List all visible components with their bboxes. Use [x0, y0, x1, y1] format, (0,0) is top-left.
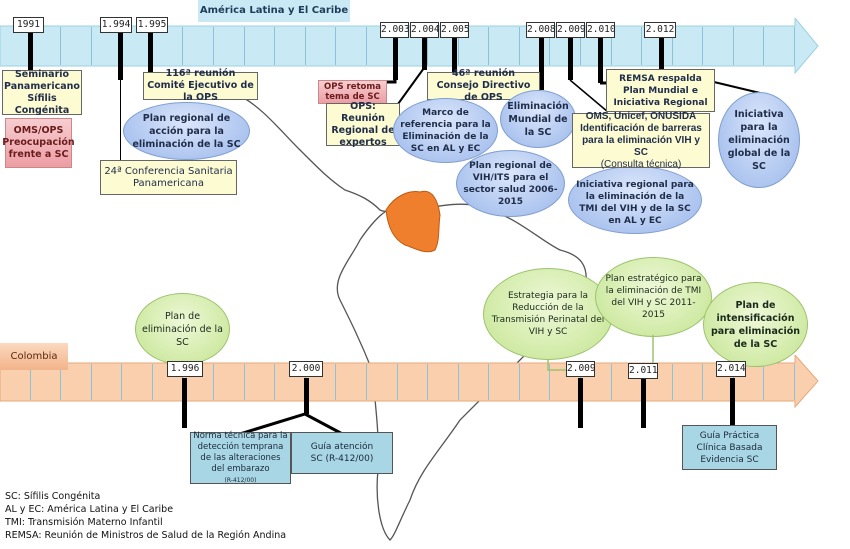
tick-2005: [452, 30, 457, 72]
tick-2003: [393, 30, 398, 80]
bottom-timeline-arrow: [0, 355, 819, 409]
tick-1995: [148, 30, 153, 74]
legend-item: SC: Sífilis Congénita: [5, 491, 101, 502]
event-comite-116: 116ª reunión Comité Ejecutivo de la OPS: [143, 68, 258, 103]
tick-1996: [182, 378, 187, 428]
year-label: 1.995: [136, 17, 168, 33]
event-iniciativa-global: Iniciativa para la eliminación global de…: [718, 92, 800, 188]
legend-item: TMI: Transmisión Materno Infantil: [5, 517, 163, 528]
year-label: 2.004: [410, 22, 440, 38]
connector: [120, 78, 121, 161]
event-guia-practica: Guía Práctica Clínica Basada Evidencia S…: [682, 425, 777, 470]
tick-2011: [641, 378, 646, 428]
year-label: 2.012: [644, 22, 676, 38]
top-timeline-segments: [0, 27, 796, 65]
event-plan-eliminacion: Plan de eliminación de la SC: [135, 293, 230, 365]
event-conferencia-24: 24ª Conferencia Sanitaria Panamericana: [100, 160, 237, 195]
year-label: 2.009: [566, 361, 596, 377]
colombia-highlight: [385, 190, 441, 253]
year-label: 1.994: [100, 17, 132, 33]
tick-2008: [539, 30, 544, 90]
event-oms-unicef-note: (Consulta técnica): [600, 158, 682, 170]
tick-2009: [568, 30, 573, 80]
event-plan-vih: Plan regional de VIH/ITS para el sector …: [456, 150, 565, 217]
year-label: 2.003: [380, 22, 410, 38]
tick-2004: [422, 30, 427, 70]
year-label: 2.000: [289, 361, 323, 377]
event-plan-regional: Plan regional de acción para la eliminac…: [123, 102, 250, 160]
legend-item: AL y EC: América Latina y El Caribe: [5, 504, 174, 515]
year-label: 1991: [13, 17, 44, 33]
tick-2010: [598, 30, 603, 83]
event-eliminacion-mundial: Eliminación Mundial de la SC: [500, 90, 576, 148]
event-norma-text: Norma técnica para la detección temprana…: [193, 430, 288, 474]
event-estrategia: Estrategia para la Reducción de la Trans…: [483, 268, 613, 360]
colombia-title: Colombia: [0, 343, 68, 370]
year-label: 2.010: [586, 22, 616, 38]
event-plan-intensificacion: Plan de intensificación para eliminación…: [703, 282, 808, 367]
tick-2009: [578, 378, 583, 428]
legend-item: REMSA: Reunión de Ministros de Salud de …: [5, 530, 287, 541]
tick-2012: [659, 30, 664, 70]
year-label: 2.011: [628, 363, 658, 379]
event-ops-reunion: OPS: Reunión Regional de expertos: [326, 101, 400, 148]
event-marco-referencia: Marco de referencia para la Eliminación …: [393, 98, 498, 163]
event-norma-note: (R-412/00): [224, 476, 257, 484]
event-ops-retoma: OPS retoma tema de SC: [318, 80, 387, 104]
event-remsa: REMSA respalda Plan Mundial e Iniciativa…: [606, 69, 715, 112]
event-plan-estrategico: Plan estratégico para la eliminación de …: [595, 257, 712, 337]
year-label: 2.008: [526, 22, 556, 38]
event-iniciativa-regional: Iniciativa regional para la eliminación …: [568, 166, 702, 234]
event-norma-tecnica: Norma técnica para la detección temprana…: [190, 430, 291, 484]
year-label: 1.996: [167, 361, 203, 377]
event-oms-unicef-text: OMS, Unicef, ONUSIDA Identificación de b…: [580, 110, 702, 158]
legend: SC: Sífilis Congénita AL y EC: América L…: [5, 490, 286, 542]
year-label: 2.005: [440, 22, 470, 38]
event-guia-atencion: Guía atención SC (R-412/00): [291, 432, 393, 474]
year-label: 2.009: [556, 22, 586, 38]
tick-2000: [304, 378, 309, 414]
event-oms-unicef: OMS, Unicef, ONUSIDA Identificación de b…: [572, 110, 710, 170]
tick-1994: [118, 30, 123, 80]
tick-1991: [28, 30, 33, 75]
year-label: 2.014: [716, 361, 746, 377]
event-oms-ops: OMS/OPS Preocupación frente a SC: [2, 118, 75, 168]
event-seminario: Seminario Panamericano Sífilis Congénita: [2, 69, 82, 116]
region-title: América Latina y El Caribe: [198, 0, 350, 22]
tick-2014: [730, 378, 735, 426]
